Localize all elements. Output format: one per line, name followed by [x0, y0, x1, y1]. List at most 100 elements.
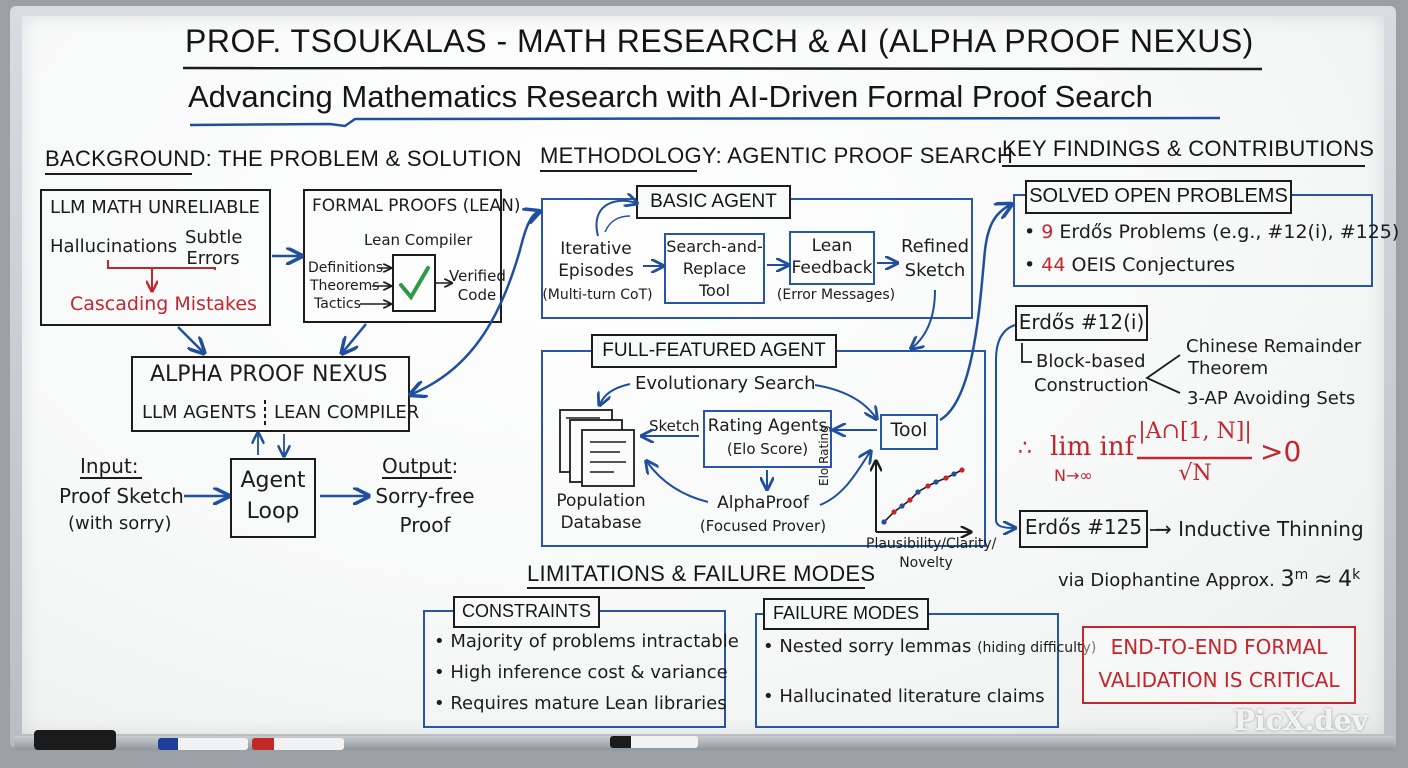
code-label: Code: [457, 286, 497, 304]
erdos-text: Erdős Problems (e.g., #12(i), #125): [1059, 221, 1400, 243]
errors-label: Errors: [186, 248, 240, 269]
via-text: via Diophantine Approx.: [1058, 570, 1275, 591]
callout-line-1: END-TO-END FORMAL: [1110, 635, 1328, 659]
failure-item-2: • Hallucinated literature claims: [763, 686, 1045, 707]
rating-agents-box: [703, 410, 832, 468]
input-label: Input:: [80, 454, 139, 478]
construction-label: Construction: [1034, 375, 1149, 396]
cascading-mistakes-label: Cascading Mistakes: [70, 293, 257, 315]
blue-marker: [158, 738, 248, 750]
failure-text-2: Hallucinated literature claims: [779, 686, 1045, 707]
llm-box-title: LLM MATH UNRELIABLE: [50, 197, 260, 218]
theorems-label: Theorems: [310, 278, 380, 294]
marker-tray: [14, 736, 1394, 750]
erdos-12-title: Erdős #12(i): [1018, 310, 1145, 334]
methodology-header: METHODOLOGY: AGENTIC PROOF SEARCH: [540, 143, 1014, 168]
sketch-arrow-label: Sketch: [649, 417, 700, 435]
rating-agents-label: Rating Agents: [707, 416, 828, 436]
constraint-text-1: Majority of problems intractable: [450, 631, 739, 652]
elo-score-label: (Elo Score): [726, 440, 809, 458]
definitions-label: Definitions: [308, 260, 384, 276]
with-sorry-label: (with sorry): [68, 513, 172, 534]
erdos-125-title: Erdős #125: [1024, 515, 1143, 539]
solved-item-erdos: • 9 Erdős Problems (e.g., #12(i), #125): [1024, 221, 1400, 243]
crt-label-2: Theorem: [1188, 358, 1269, 379]
red-marker: [252, 738, 344, 750]
sketch-label: Sketch: [904, 260, 966, 281]
formula-denominator: √N: [1178, 461, 1212, 486]
constraint-item-3: • Requires mature Lean libraries: [434, 693, 727, 714]
constraint-text-2: High inference cost & variance: [450, 662, 728, 683]
population-label: Population: [556, 491, 646, 511]
lean-feedback-label-2: Feedback: [791, 258, 873, 278]
solved-problems-title: SOLVED OPEN PROBLEMS: [1025, 180, 1292, 214]
alphaproof-label: AlphaProof: [717, 493, 809, 513]
hallucinations-label: Hallucinations: [50, 236, 178, 257]
oeis-count: 44: [1041, 254, 1066, 276]
sorry-free-label: Sorry-free: [375, 484, 475, 508]
lean-feedback-box: [789, 231, 875, 285]
full-agent-title: FULL-FEATURED AGENT: [591, 334, 837, 368]
background-header: BACKGROUND: THE PROBLEM & SOLUTION: [45, 146, 522, 171]
critical-callout-box: [1082, 626, 1356, 704]
liminf-subscript: N→∞: [1054, 466, 1093, 485]
basic-agent-title: BASIC AGENT: [636, 185, 791, 219]
formal-box-title: FORMAL PROOFS (LEAN): [312, 196, 521, 216]
oeis-text: OEIS Conjectures: [1071, 254, 1235, 276]
expr-base1: 3: [1280, 567, 1295, 592]
failure-modes-box: [755, 613, 1059, 728]
watermark: PicX.dev: [1234, 704, 1368, 737]
proof-label: Proof: [399, 513, 451, 537]
agent-loop-box: [230, 458, 316, 538]
black-marker: [610, 736, 698, 748]
database-label: Database: [560, 513, 642, 533]
board-title: PROF. TSOUKALAS - MATH RESEARCH & AI (AL…: [185, 23, 1254, 59]
erdos-125-box: [1019, 510, 1148, 548]
multi-turn-cot-label: (Multi-turn CoT): [542, 287, 653, 303]
limitations-header: LIMITATIONS & FAILURE MODES: [527, 561, 876, 586]
lean-feedback-label-1: Lean: [811, 236, 853, 256]
erdos-12-box: [1015, 305, 1148, 341]
failure-item-1: • Nested sorry lemmas (hiding difficulty…: [763, 636, 1097, 657]
error-messages-label: (Error Messages): [776, 287, 896, 303]
expr-exp1: m: [1294, 567, 1309, 583]
expr-base2: 4: [1338, 567, 1353, 592]
subtle-label: Subtle: [185, 227, 243, 248]
loop-label: Loop: [246, 499, 300, 524]
tactics-label: Tactics: [314, 296, 361, 312]
agent-label: Agent: [240, 468, 306, 493]
block-based-label: Block-based: [1036, 351, 1146, 372]
crt-label-1: Chinese Remainder: [1186, 336, 1362, 357]
therefore-symbol: ∴: [1018, 436, 1032, 461]
search-replace-box: [664, 233, 765, 304]
failure-note: (hiding difficulty): [977, 640, 1097, 656]
tool-box-label: Tool: [890, 419, 928, 441]
failure-modes-title: FAILURE MODES: [763, 598, 929, 630]
elo-rating-axis-label: Elo Rating: [817, 425, 831, 486]
llm-unreliable-box: [40, 189, 271, 326]
constraints-title: CONSTRAINTS: [453, 596, 600, 628]
verified-label: Verified: [449, 267, 506, 285]
plausibility-axis-label: Plausibility/Clarity/: [866, 536, 997, 552]
search-and-label: Search-and-: [666, 237, 763, 256]
tool-label: Tool: [698, 281, 731, 300]
evolutionary-search-label: Evolutionary Search: [635, 373, 816, 394]
formula-relation: >0: [1260, 435, 1302, 468]
erdos-count: 9: [1041, 221, 1054, 243]
via-diophantine-label: via Diophantine Approx. 3m ≈ 4k: [1058, 567, 1361, 592]
expr-approx: ≈: [1313, 567, 1333, 592]
board-subtitle: Advancing Mathematics Research with AI-D…: [188, 79, 1153, 114]
novelty-axis-label: Novelty: [899, 555, 953, 571]
liminf-label: lim inf: [1050, 432, 1135, 462]
failure-text-1: Nested sorry lemmas: [779, 636, 972, 657]
constraint-item-2: • High inference cost & variance: [434, 662, 728, 683]
expr-exp2: k: [1352, 567, 1361, 583]
constraint-text-3: Requires mature Lean libraries: [450, 693, 727, 714]
lean-compiler-label: Lean Compiler: [364, 231, 473, 249]
inductive-thinning-label: → Inductive Thinning: [1155, 517, 1364, 541]
nexus-title: ALPHA PROOF NEXUS: [150, 362, 388, 387]
replace-label: Replace: [682, 259, 747, 278]
eraser: [34, 730, 116, 750]
iterative-label: Iterative: [560, 239, 632, 259]
